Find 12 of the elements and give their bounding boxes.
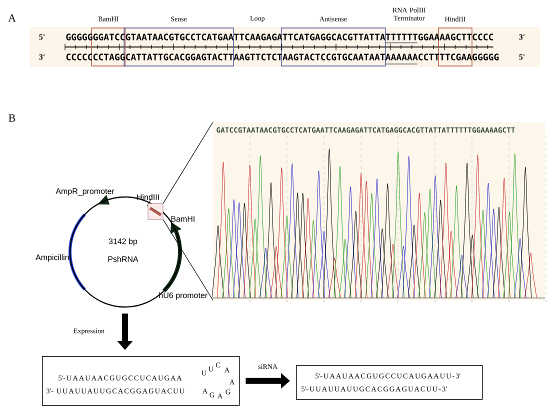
strand-end-label: 3' xyxy=(519,34,524,40)
site-label: BamHI xyxy=(171,216,194,222)
feature-label: AmpR_promoter xyxy=(56,188,114,196)
panel-letter: B xyxy=(8,114,16,122)
strand-end-label: 3' xyxy=(39,54,44,60)
leader-line xyxy=(162,219,214,301)
site-label: HindIII xyxy=(137,194,159,200)
feature-label: hU6 promoter xyxy=(159,292,208,300)
strand-end-label: 5' xyxy=(519,54,524,60)
panel-letter: A xyxy=(8,14,16,22)
strand-end-label: 5' xyxy=(39,34,44,40)
leader-line xyxy=(162,122,214,204)
